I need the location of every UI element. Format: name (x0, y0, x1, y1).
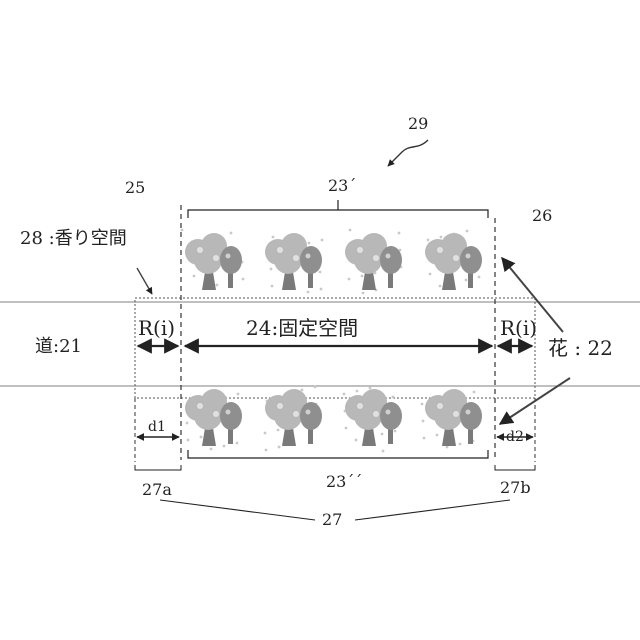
bracket-27b (495, 465, 535, 470)
label-scent-space: 28 :香り空間 (20, 230, 127, 248)
label-ref-29: 29 (408, 116, 428, 132)
flowering-tree (181, 229, 245, 290)
label-road: 道:21 (35, 338, 82, 356)
flower-pointer-bottom (500, 378, 570, 424)
bracket-23-bottom (188, 450, 488, 458)
flowering-tree (264, 386, 322, 452)
label-ref-25: 25 (125, 180, 145, 196)
flowering-tree (265, 233, 323, 293)
scent-space-rect (135, 298, 535, 398)
bracket-23-top (188, 200, 488, 218)
label-fixed-space: 24:固定空間 (246, 318, 358, 338)
label-r-right: R(i) (500, 318, 537, 338)
label-r-left: R(i) (138, 318, 175, 338)
label-ref-26: 26 (532, 208, 552, 224)
label-d1: d1 (148, 420, 166, 434)
label-ref-27b: 27b (500, 480, 531, 496)
tree-row-top (181, 229, 482, 295)
flowering-tree (425, 230, 482, 290)
label-ref-27: 27 (322, 512, 342, 528)
label-flowers: 花 : 22 (548, 338, 613, 358)
ref-29-arrow (388, 140, 428, 166)
tree-row-bottom (185, 386, 482, 453)
label-ref-27a: 27a (142, 482, 172, 498)
bracket-27a (135, 465, 181, 470)
label-ref-23-top: 23´ (328, 178, 356, 194)
flowering-tree (343, 387, 402, 453)
scent-space-pointer (137, 268, 152, 294)
flowering-tree (345, 229, 402, 295)
label-ref-23-bottom: 23´´ (326, 474, 362, 490)
label-d2: d2 (506, 430, 524, 444)
flowering-tree (421, 389, 482, 448)
